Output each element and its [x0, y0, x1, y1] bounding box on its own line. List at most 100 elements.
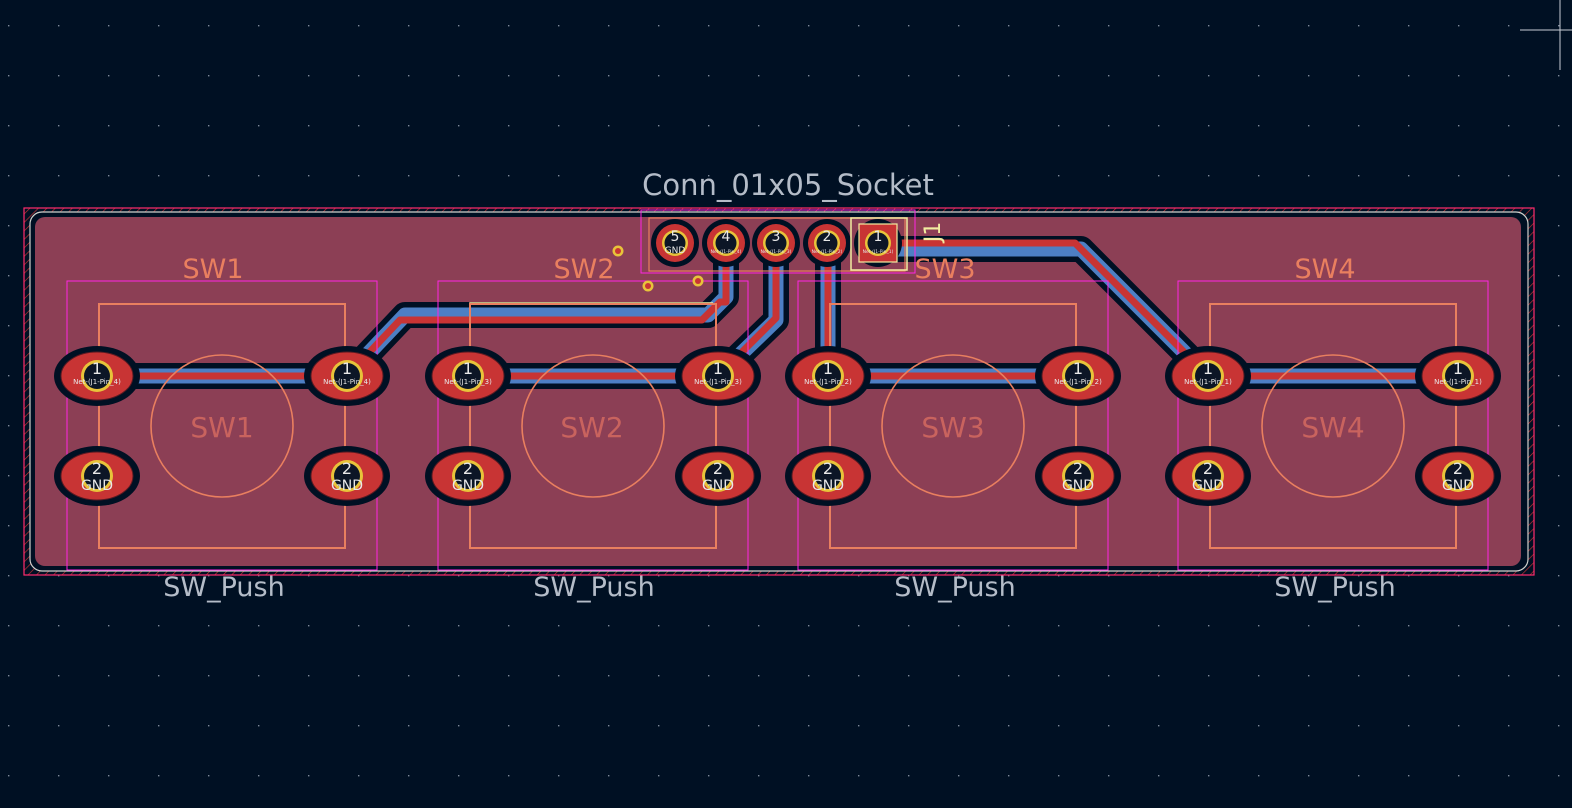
- switch-courtyard: [437, 280, 749, 571]
- switch-fab-body: [469, 303, 717, 549]
- pad-net-name: GND: [665, 246, 686, 256]
- sw3-value: SW_Push: [894, 572, 1015, 603]
- pad-drill: [84, 363, 110, 389]
- pad-drill: [1445, 363, 1471, 389]
- pad-drill: [1195, 363, 1221, 389]
- pad-net-name: Net-(J1-Pin_4): [323, 378, 371, 386]
- pad-number: 2: [823, 459, 833, 478]
- pad-number: 2: [1203, 459, 1213, 478]
- pad-number: 1: [342, 359, 352, 378]
- sw1-value: SW_Push: [163, 572, 284, 603]
- pad-net-name: Net-(J1-Pin_1): [1434, 378, 1482, 386]
- pad-net-name: GND: [331, 478, 363, 494]
- pad-net-name: Net-(J1-Pin_4): [73, 378, 121, 386]
- pad-number: 2: [92, 459, 102, 478]
- pad-drill: [705, 363, 731, 389]
- pad-drill: [1195, 463, 1221, 489]
- pad-net-name: Net-(J1-Pin_2): [804, 378, 852, 386]
- j1-reference: J1: [921, 222, 946, 245]
- pad-net-name: Net-(J1-Pin_2): [812, 249, 843, 255]
- switch-labels: SW1 SW2 SW3 SW4 SW1 SW2 SW3 SW4 SW_Push …: [163, 254, 1395, 603]
- via-drill: [615, 248, 621, 254]
- sw3-fab-reference: SW3: [921, 411, 984, 444]
- switch-fab-body: [1209, 303, 1457, 549]
- pad-number: 3: [772, 229, 781, 245]
- pad-net-name: Net-(J1-Pin_1): [863, 249, 894, 255]
- sw4-fab-reference: SW4: [1301, 411, 1364, 444]
- pad-net-name: Net-(J1-Pin_2): [1054, 378, 1102, 386]
- pad-drill: [1445, 463, 1471, 489]
- pad-net-name: GND: [812, 478, 844, 494]
- pad-net-name: Net-(J1-Pin_3): [761, 249, 792, 255]
- switch-fab-body: [829, 303, 1077, 549]
- fab-layer: [98, 303, 1457, 549]
- switch-actuator-circle: [1261, 354, 1405, 498]
- pad-number: 4: [722, 229, 731, 245]
- pad-drill: [664, 232, 686, 254]
- sw2-reference: SW2: [553, 254, 614, 285]
- via-drill: [645, 283, 651, 289]
- pad-net-name: GND: [81, 478, 113, 494]
- pad-number: 2: [1073, 459, 1083, 478]
- pad-drill: [1065, 363, 1091, 389]
- pad-number: 2: [713, 459, 723, 478]
- pad-number: 1: [874, 229, 883, 245]
- pad-drill: [455, 363, 481, 389]
- pad-number: 5: [671, 229, 680, 245]
- via-drill: [695, 278, 701, 284]
- pad-net-name: GND: [1442, 478, 1474, 494]
- pad-number: 2: [1453, 459, 1463, 478]
- front-copper-track: [874, 239, 1212, 380]
- sw4-value: SW_Push: [1274, 572, 1395, 603]
- pad-number: 1: [1203, 359, 1213, 378]
- switch-courtyard: [1177, 280, 1489, 571]
- front-copper-track: [343, 241, 730, 380]
- pad-net-name: Net-(J1-Pin_3): [694, 378, 742, 386]
- pad-drill: [1065, 463, 1091, 489]
- pad-number: 1: [1073, 359, 1083, 378]
- pad-drill: [765, 232, 787, 254]
- pad-drill: [867, 232, 889, 254]
- footprint-j1[interactable]: Conn_01x05_Socket J1: [640, 168, 946, 274]
- j1-silk-outline: [850, 217, 908, 271]
- pad-drill: [815, 363, 841, 389]
- sw2-value: SW_Push: [533, 572, 654, 603]
- sw1-reference: SW1: [182, 254, 243, 285]
- j1-fab-outline: [648, 217, 906, 272]
- pad-number: 2: [463, 459, 473, 478]
- pad-drill: [334, 363, 360, 389]
- pad-drill: [334, 463, 360, 489]
- switch-actuator-circle: [521, 354, 665, 498]
- switch-actuator-circle: [881, 354, 1025, 498]
- pad-net-name: Net-(J1-Pin_1): [1184, 378, 1232, 386]
- pad-drill: [84, 463, 110, 489]
- pad-number: 1: [823, 359, 833, 378]
- j1-courtyard: [640, 209, 916, 274]
- sw2-fab-reference: SW2: [560, 411, 623, 444]
- pad-number: 1: [713, 359, 723, 378]
- pad-net-name: GND: [452, 478, 484, 494]
- pad-drill: [815, 463, 841, 489]
